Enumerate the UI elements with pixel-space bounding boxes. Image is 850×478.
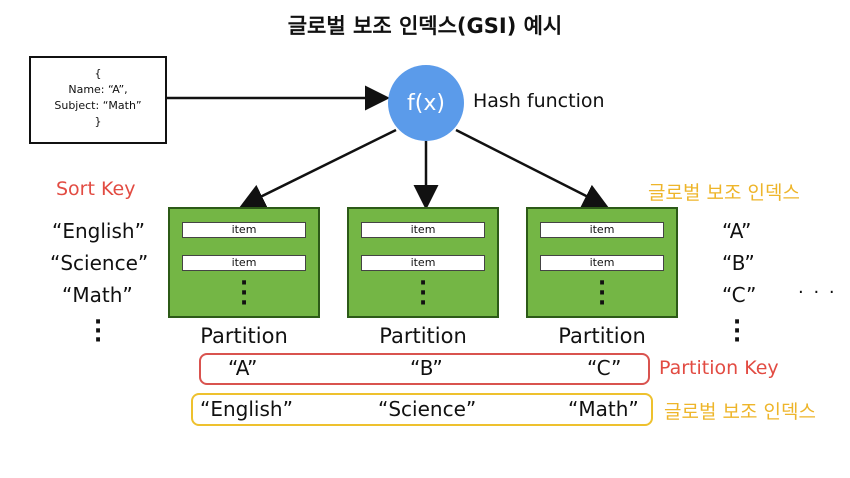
sort-key-label: Sort Key bbox=[56, 178, 136, 200]
item-more-dots: ··· bbox=[239, 271, 249, 316]
partition-more-dots: · · · bbox=[798, 282, 837, 303]
partition-label: Partition bbox=[379, 324, 467, 348]
document-line: } bbox=[94, 115, 102, 128]
item-bar: item bbox=[182, 255, 306, 271]
sort-key-value: “Science” bbox=[50, 251, 149, 275]
document-line: Name: “A”, bbox=[68, 83, 128, 96]
gsi-more-dots: ··· bbox=[732, 310, 742, 353]
gsi-row bbox=[191, 393, 653, 426]
item-bar: item bbox=[361, 255, 485, 271]
partition-label: Partition bbox=[558, 324, 646, 348]
diagram-title: 글로벌 보조 인덱스(GSI) 예시 bbox=[287, 14, 563, 38]
partition-key-value: “C” bbox=[587, 356, 622, 380]
sort-key-value: “English” bbox=[52, 219, 145, 243]
document-line: { bbox=[94, 67, 102, 80]
gsi-value: “A” bbox=[722, 219, 752, 243]
hash-function-circle: f(x) bbox=[388, 65, 464, 141]
sort-key-value: “Math” bbox=[62, 283, 133, 307]
gsi-label-bottom: 글로벌 보조 인덱스 bbox=[664, 401, 816, 423]
partition-key-value: “A” bbox=[228, 356, 258, 380]
gsi-label-top: 글로벌 보조 인덱스 bbox=[648, 182, 800, 204]
partition-box: item item ··· bbox=[347, 207, 499, 318]
gsi-row-value: “Science” bbox=[378, 397, 477, 421]
item-more-dots: ··· bbox=[597, 271, 607, 316]
gsi-row-value: “English” bbox=[200, 397, 293, 421]
item-bar: item bbox=[361, 222, 485, 238]
item-bar: item bbox=[540, 222, 664, 238]
partition-key-label: Partition Key bbox=[659, 357, 779, 379]
sort-key-more-dots: ··· bbox=[93, 310, 103, 353]
partition-key-row bbox=[199, 353, 650, 385]
item-bar: item bbox=[540, 255, 664, 271]
item-bar: item bbox=[182, 222, 306, 238]
gsi-row-value: “Math” bbox=[568, 397, 639, 421]
gsi-value: “C” bbox=[722, 283, 757, 307]
document-line: Subject: “Math” bbox=[54, 99, 142, 112]
document-box: { Name: “A”, Subject: “Math” } bbox=[29, 56, 167, 144]
partition-key-value: “B” bbox=[410, 356, 443, 380]
gsi-value: “B” bbox=[722, 251, 755, 275]
hash-to-partition-3-arrow bbox=[455, 128, 609, 208]
partition-label: Partition bbox=[200, 324, 288, 348]
hash-to-partition-1-arrow bbox=[239, 128, 397, 208]
partition-box: item item ··· bbox=[526, 207, 678, 318]
hash-function-label: Hash function bbox=[473, 90, 605, 112]
partition-box: item item ··· bbox=[168, 207, 320, 318]
item-more-dots: ··· bbox=[418, 271, 428, 316]
